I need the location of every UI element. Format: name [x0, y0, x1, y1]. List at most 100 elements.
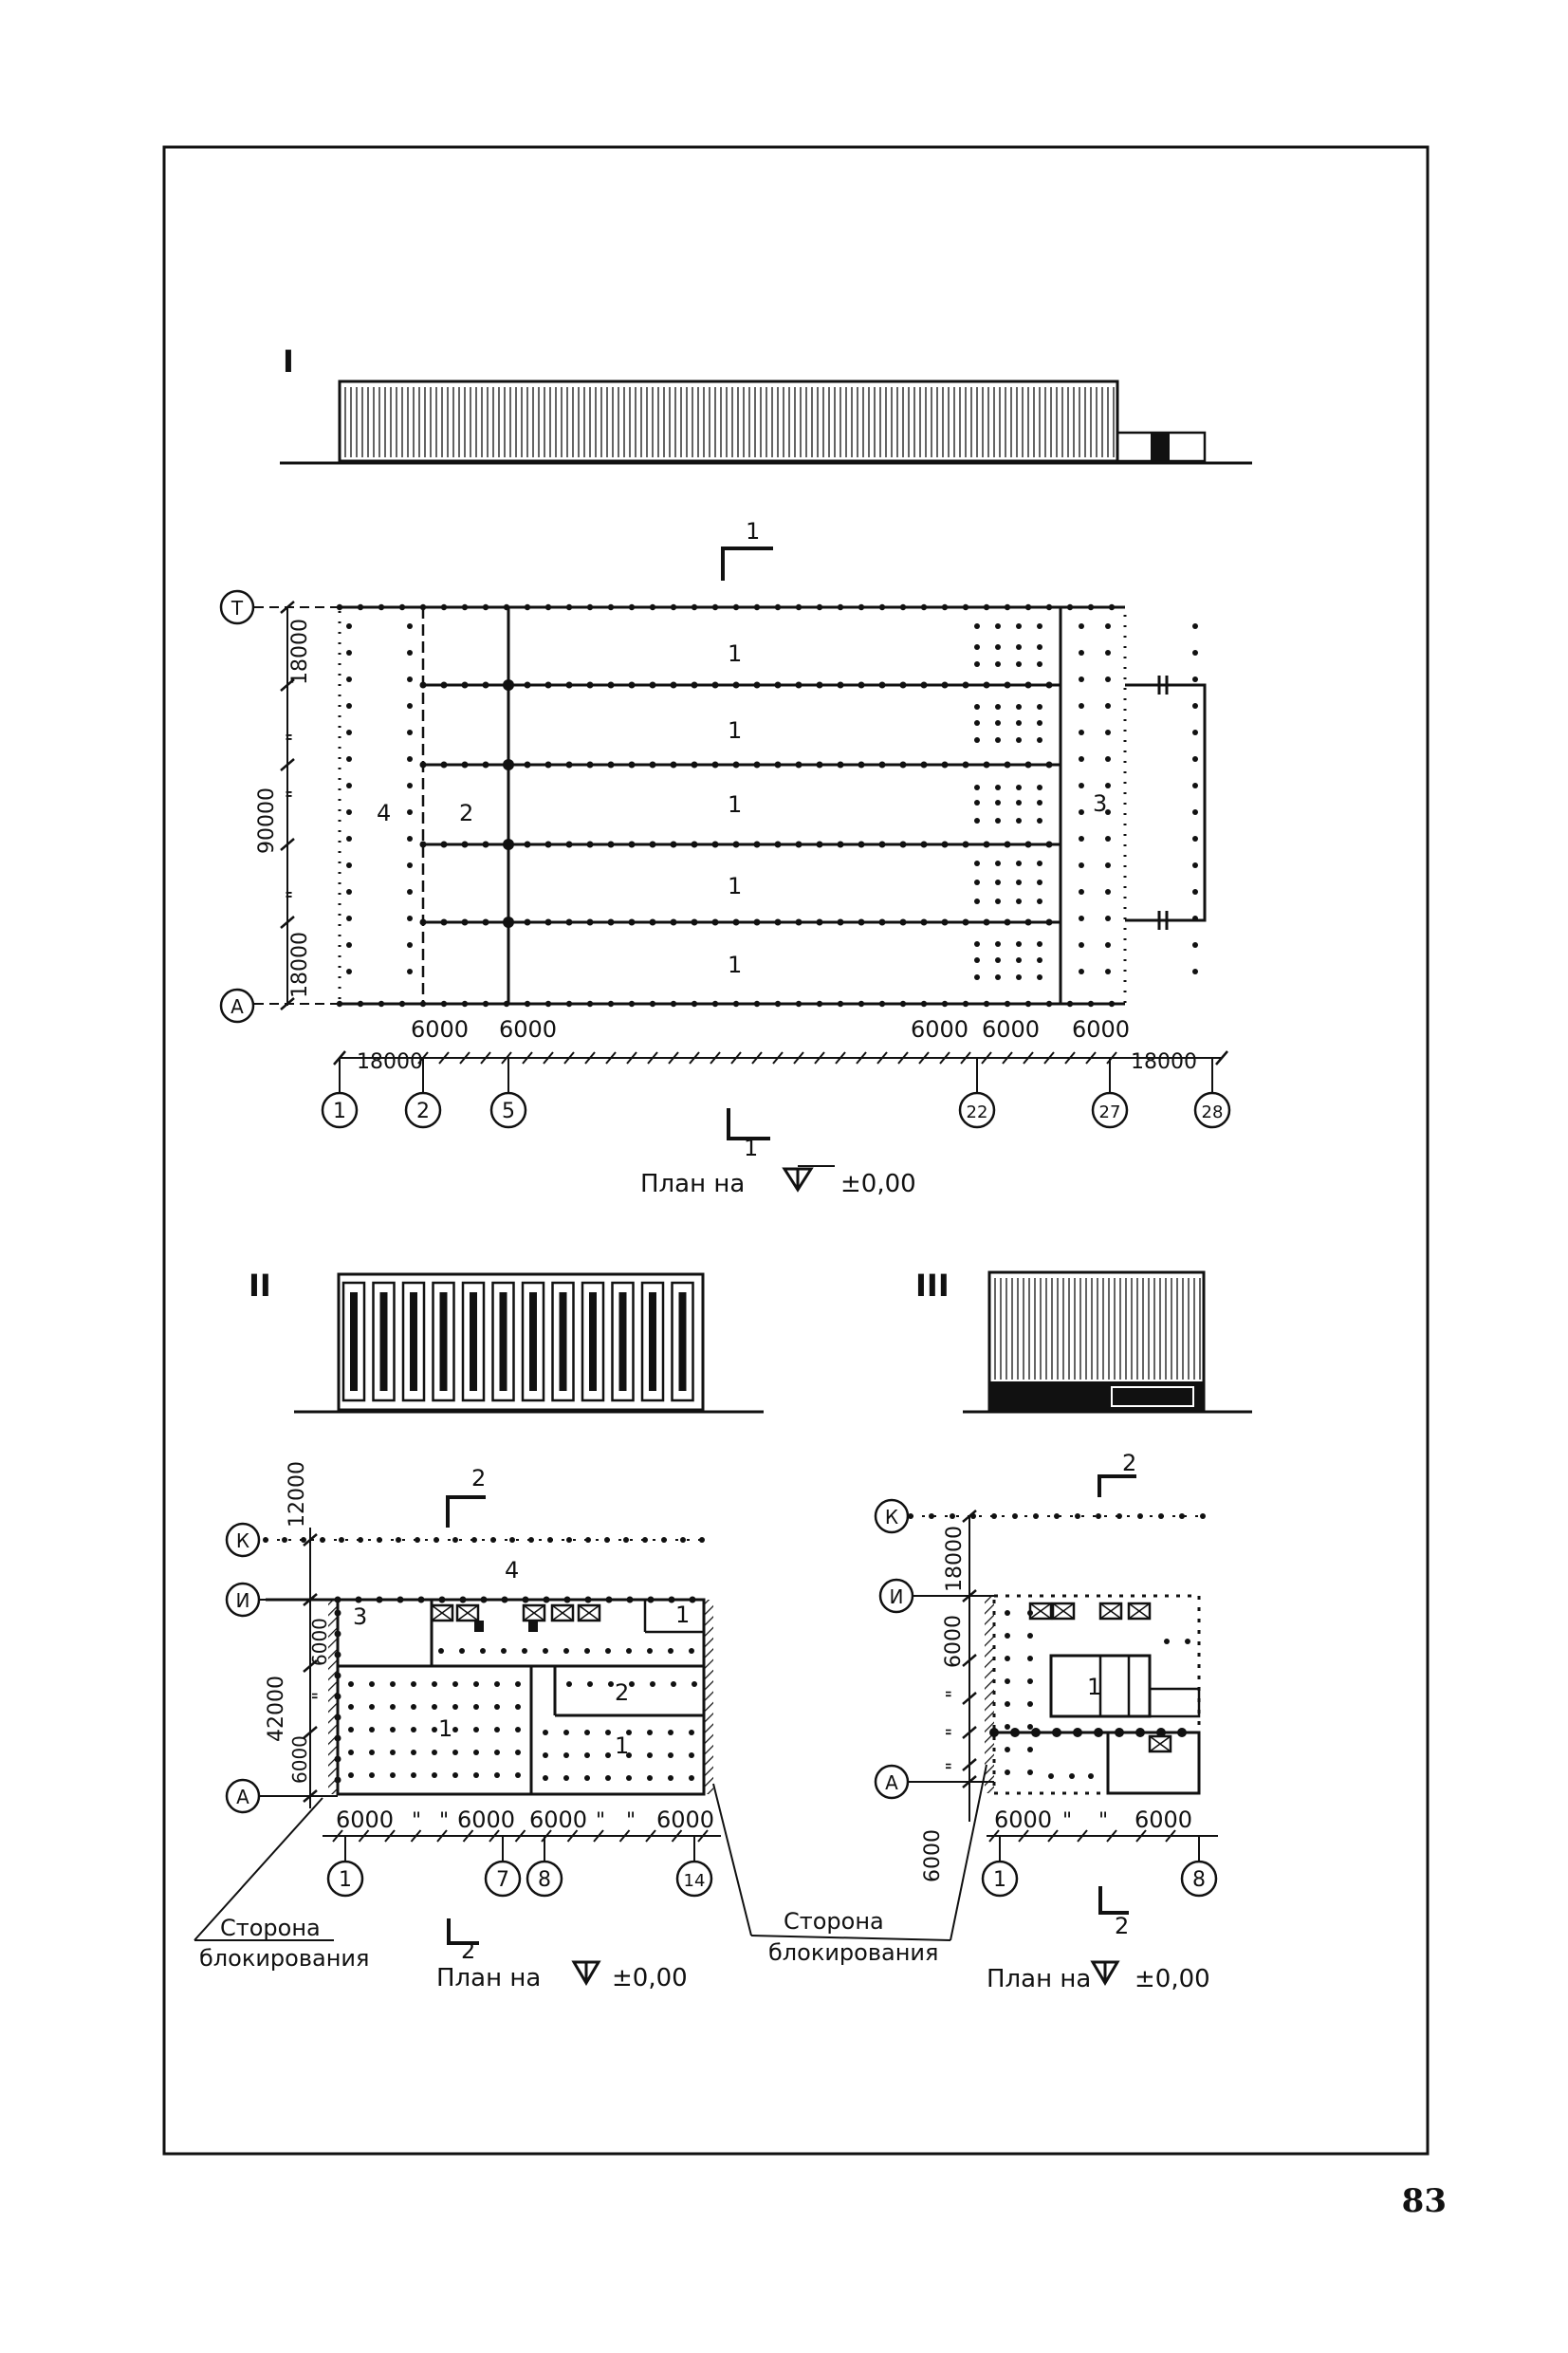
plan-1-divider-node	[503, 839, 514, 850]
plan-2-vertical-dim-label: "	[308, 1692, 331, 1700]
plan-2-column-dot	[587, 1681, 593, 1687]
plan-2-axis-dot	[415, 1537, 420, 1543]
plan-1-divider-bead	[962, 841, 969, 848]
plan-1-divider-bead	[649, 761, 656, 769]
plan-2-column-dot	[584, 1730, 590, 1735]
plan-2-wall-bead	[334, 1734, 341, 1742]
plan-2-column-dot	[668, 1752, 673, 1758]
axis-bubble	[484, 1860, 522, 1898]
plan-1-column-dot	[1037, 957, 1042, 963]
plan-1-wall-bead	[691, 603, 698, 611]
plan-1-divider-bead	[649, 681, 656, 689]
plan-2-axis-dot	[377, 1537, 382, 1543]
plan-2-column-dot	[390, 1681, 396, 1687]
axis-bubble	[1193, 1091, 1231, 1129]
plan-1-column-dot	[407, 623, 413, 629]
plan-2-wall-bead	[543, 1596, 550, 1603]
plan-1-column-dot	[1037, 861, 1042, 866]
plan-1-wall-bead	[732, 1000, 740, 1008]
plan-1-divider-bead	[1004, 918, 1011, 926]
plan-3-blocking-label-line2: блокирования	[768, 1939, 938, 1966]
facade-2-panel	[461, 1281, 486, 1402]
plan-1-divider-bead	[1004, 681, 1011, 689]
plan-3-fixture	[1127, 1602, 1152, 1621]
plan-1-divider-bead	[753, 681, 761, 689]
plan-2-column-dot	[584, 1648, 590, 1654]
plan-3-fixture-cross	[1099, 1603, 1122, 1620]
plan-1-column-dot	[1079, 836, 1084, 842]
plan-1-wall-bead	[378, 603, 385, 611]
plan-2-column-dot	[515, 1681, 521, 1687]
plan-3-horizontal-tick	[1047, 1829, 1059, 1843]
plan-1-horizontal-dim-label: 6000	[911, 1016, 968, 1043]
plan-2-wall-bead	[668, 1596, 675, 1603]
plan-2-horizontal-dim-label: "	[626, 1809, 636, 1833]
plan-1-divider-bead	[1024, 761, 1032, 769]
plan-1-divider-bead	[732, 681, 740, 689]
plan-3-horizontal-tick	[1077, 1829, 1088, 1843]
plan-1-vertical-tick	[280, 678, 295, 692]
plan-1-divider-bead	[482, 841, 489, 848]
facade-2-panel	[640, 1281, 665, 1402]
plan-1-divider-bead	[691, 841, 698, 848]
plan-2-axis-dot	[358, 1537, 363, 1543]
plan-1-column-dot	[974, 800, 980, 806]
facade-1-body	[338, 380, 1119, 463]
plan-1-column-dot	[346, 862, 352, 868]
plan-1-column-dot	[407, 969, 413, 974]
plan-2-horizontal-tick	[410, 1829, 422, 1843]
plan-1-divider-bead	[711, 761, 719, 769]
plan-1-wall-bead	[357, 603, 364, 611]
plan-2-column-dot	[411, 1772, 416, 1778]
plan-1-wall-bead	[1066, 603, 1074, 611]
plan-1-column-dot	[1192, 862, 1198, 868]
plan-2-wall-bead	[334, 1672, 341, 1679]
plan-1-divider-bead	[920, 918, 928, 926]
section-mark-2-bottom-label: 2	[461, 1937, 475, 1964]
plan-1-divider-node	[503, 759, 514, 770]
plan-1-column-dot	[1079, 969, 1084, 974]
axis-bubble	[1091, 1091, 1129, 1129]
plan-2-vertical-dim-label: 42000	[265, 1676, 288, 1742]
plan-1-wall-bead	[753, 603, 761, 611]
plan-3-axis-dot	[1012, 1513, 1018, 1519]
plan-2-column-dot	[647, 1775, 653, 1781]
plan-1-column-dot	[1037, 720, 1042, 726]
plan-3-fixture-cross	[1029, 1603, 1052, 1620]
plan-2-fixture	[455, 1603, 480, 1622]
plan-1-divider-bead	[1045, 918, 1053, 926]
plan-1-column-dot	[1192, 809, 1198, 815]
plan-3-blocking-side-note: Сторона блокирования	[712, 1764, 987, 1966]
plan-1-column-dot	[995, 941, 1001, 947]
plan-1-divider-bead	[962, 918, 969, 926]
axis-bubble-label: 8	[538, 1868, 551, 1892]
plan-2-column-dot	[626, 1648, 632, 1654]
plan-1-wall-bead	[732, 603, 740, 611]
plan-3-office-block	[1148, 1687, 1201, 1718]
plan-1-divider-bead	[524, 761, 531, 769]
plan-3-fixture-cross	[1052, 1603, 1075, 1620]
figure-2: II 2 4 3	[194, 1268, 764, 1992]
plan-1-wall-bead	[899, 1000, 907, 1008]
plan-1-zone-label: 1	[728, 791, 742, 818]
plan-2-zone-label: 1	[615, 1732, 629, 1759]
plan-1-vertical-dimensions: Т А 18000 " " 90000 " 18000	[219, 589, 340, 1024]
plan-1-column-dot	[995, 785, 1001, 790]
plan-2-column-dot	[543, 1752, 548, 1758]
plan-1-divider-bead	[858, 841, 865, 848]
axis-bubble	[404, 1091, 442, 1129]
plan-3-wall-bead	[1135, 1728, 1145, 1737]
plan-1-column-dot	[1105, 756, 1111, 762]
plan-3-horizontal-tick	[988, 1829, 1000, 1843]
plan-2-horizontal-dim-label: "	[596, 1809, 605, 1833]
section-mark-2-top-label: 2	[471, 1465, 486, 1491]
axis-bubble	[1180, 1860, 1218, 1898]
plan-1-column-dot	[1037, 818, 1042, 824]
plan-1-wall-bead	[1066, 1000, 1074, 1008]
plan-1-wall-bead	[983, 603, 990, 611]
plan-1-divider-node	[503, 679, 514, 691]
facade-2-panel	[611, 1281, 635, 1402]
plan-1-divider-bead	[816, 761, 823, 769]
